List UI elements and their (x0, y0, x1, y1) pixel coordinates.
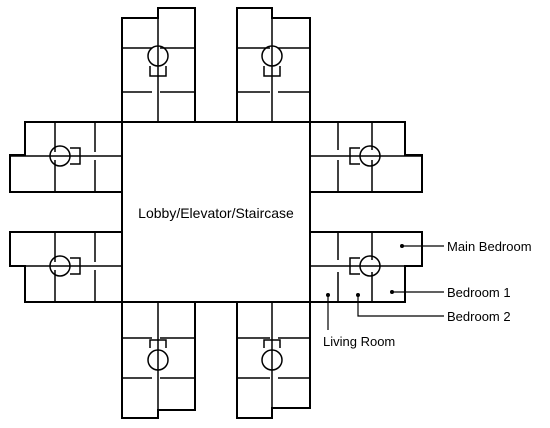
svg-text:Bedroom 2: Bedroom 2 (447, 309, 511, 324)
callout-main-bedroom: Main Bedroom (400, 239, 532, 254)
unit-left-upper (9, 121, 122, 193)
callout-living-room: Living Room (323, 293, 395, 349)
unit-bottom-right (236, 302, 311, 419)
unit-right-upper (310, 121, 423, 193)
unit-bottom-left (121, 302, 196, 419)
svg-text:Bedroom 1: Bedroom 1 (447, 285, 511, 300)
unit-top-right (236, 7, 311, 122)
core-block (121, 121, 311, 303)
svg-text:Living Room: Living Room (323, 334, 395, 349)
callout-bedroom-2: Bedroom 2 (356, 293, 511, 324)
svg-text:Main Bedroom: Main Bedroom (447, 239, 532, 254)
callout-bedroom-1: Bedroom 1 (390, 285, 511, 300)
core-label: Lobby/Elevator/Staircase (138, 205, 294, 221)
unit-right-lower (310, 231, 423, 303)
unit-top-left (121, 7, 196, 122)
unit-left-lower (9, 231, 122, 303)
